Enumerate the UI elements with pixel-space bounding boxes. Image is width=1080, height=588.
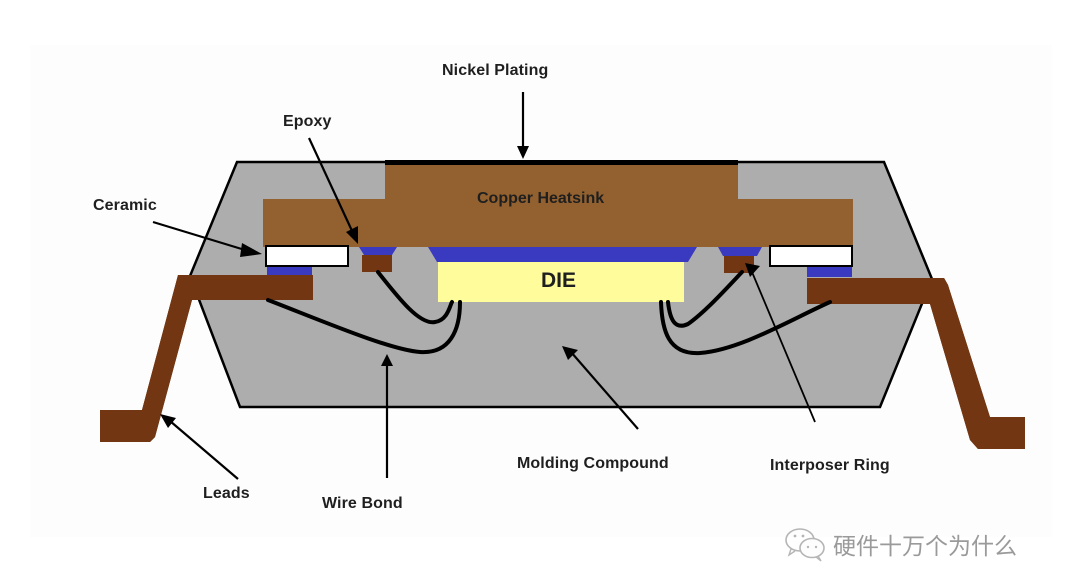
label-wire-bond: Wire Bond bbox=[322, 495, 403, 512]
label-epoxy: Epoxy bbox=[283, 113, 332, 130]
epoxy-right-pad bbox=[718, 247, 762, 256]
epoxy-left-pad bbox=[359, 247, 397, 255]
arrow-leads bbox=[160, 414, 239, 480]
wechat-icon bbox=[785, 528, 825, 562]
label-leads: Leads bbox=[203, 485, 250, 502]
label-interposer-ring: Interposer Ring bbox=[770, 457, 890, 474]
arrow-epoxy bbox=[308, 137, 358, 244]
arrow-ceramic bbox=[152, 220, 262, 257]
left-lead-outer bbox=[100, 275, 196, 442]
arrow-nickel-plating bbox=[517, 92, 529, 159]
wire-bond-left-outer bbox=[266, 298, 462, 355]
left-lead-inner bbox=[178, 275, 313, 300]
pointer-arrows bbox=[152, 92, 816, 480]
right-lead-outer bbox=[925, 278, 1025, 449]
label-molding-compound: Molding Compound bbox=[517, 455, 669, 472]
interposer-ring-right bbox=[724, 256, 754, 273]
ceramic-right bbox=[769, 245, 853, 267]
die bbox=[438, 262, 684, 302]
arrow-wire-bond bbox=[381, 354, 393, 478]
nickel-plating bbox=[385, 160, 738, 165]
wire-bond-left-inner bbox=[376, 270, 454, 325]
watermark-text: 硬件十万个为什么 bbox=[833, 534, 1017, 560]
label-ceramic: Ceramic bbox=[93, 197, 157, 214]
copper-heatsink bbox=[263, 165, 853, 247]
wire-bond-right-inner bbox=[666, 270, 744, 328]
arrow-molding-compound bbox=[562, 346, 639, 430]
label-copper-heatsink: Copper Heatsink bbox=[477, 190, 605, 207]
interposer-ring-left bbox=[362, 255, 392, 272]
epoxy-under-ceramic-right bbox=[807, 267, 852, 277]
die-attach-epoxy bbox=[428, 247, 697, 262]
wire-bonds bbox=[266, 270, 832, 356]
wire-bond-right-outer bbox=[659, 300, 832, 356]
watermark: 硬件十万个为什么 bbox=[783, 526, 1017, 562]
arrow-interposer-ring bbox=[745, 263, 816, 423]
ceramic-left bbox=[265, 245, 349, 267]
label-nickel-plating: Nickel Plating bbox=[442, 62, 549, 79]
epoxy-under-ceramic-left bbox=[267, 267, 312, 275]
right-lead-inner bbox=[807, 278, 950, 304]
label-die: DIE bbox=[541, 269, 577, 292]
